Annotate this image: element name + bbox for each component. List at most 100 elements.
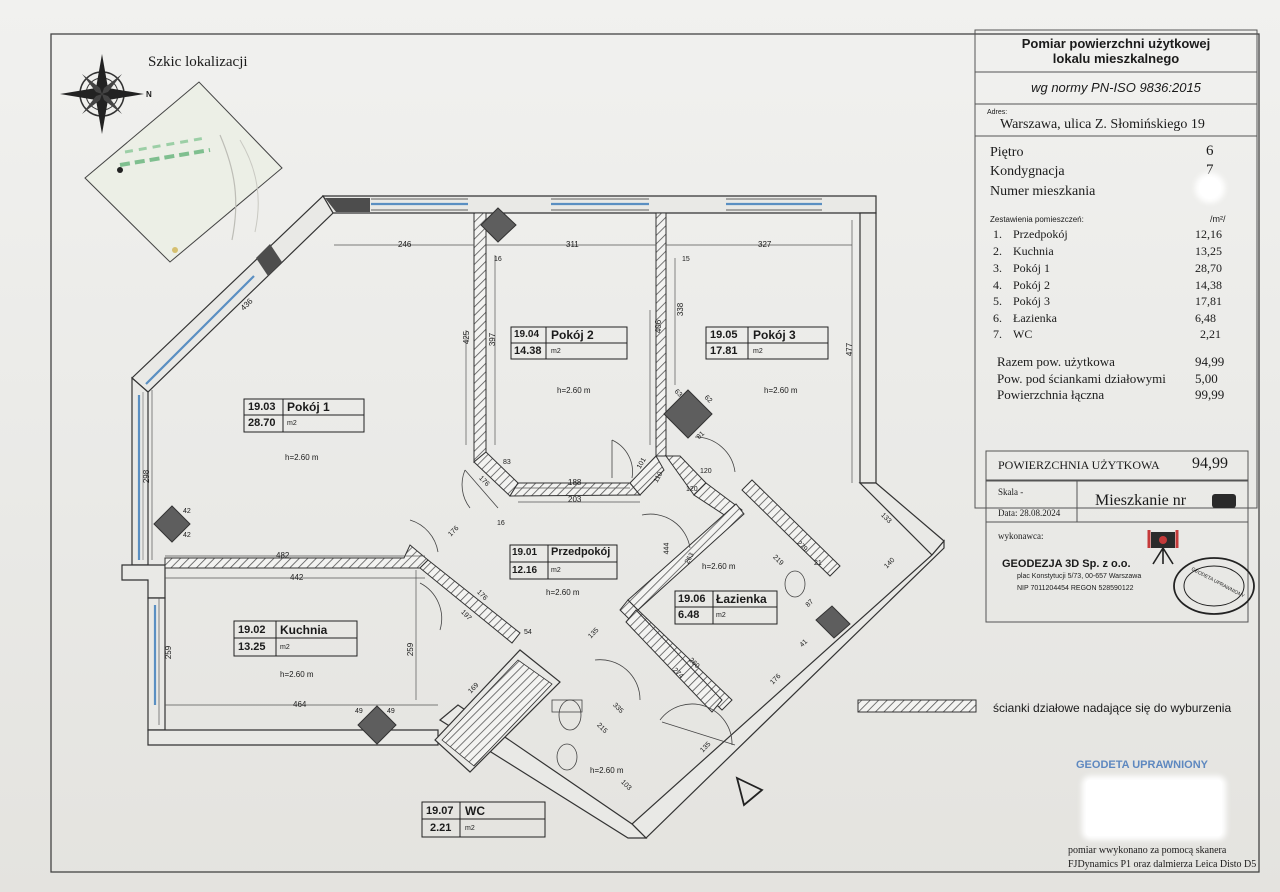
room-row-area: 6,48 [1195, 311, 1216, 325]
rooms-header: Zestawienia pomieszczeń: [990, 215, 1084, 224]
room-name: Pokój 3 [753, 328, 796, 342]
dim-label: 54 [524, 629, 532, 636]
floor-value: 6 [1206, 143, 1214, 159]
dim-label: 482 [276, 551, 290, 560]
footer-line-1: pomiar wwykonano za pomocą skanera [1068, 845, 1227, 856]
legend-text: ścianki działowe nadające się do wyburze… [993, 701, 1232, 715]
dim-label: 259 [406, 642, 416, 657]
room-height: h=2.60 m [702, 562, 736, 571]
dim-label: 42 [183, 508, 191, 515]
room-row-area: 12,16 [1195, 227, 1222, 241]
dim-label: 464 [293, 700, 307, 709]
room-name: Pokój 1 [287, 400, 330, 414]
room-height: h=2.60 m [557, 386, 591, 395]
room-row-area: 13,25 [1195, 244, 1222, 258]
room-row-name: Łazienka [1013, 311, 1057, 325]
dim-label: 298 [142, 469, 152, 484]
dim-label: 397 [488, 332, 498, 347]
partition-label: Pow. pod ściankami działowymi [997, 371, 1166, 386]
room-row-name: Kuchnia [1013, 244, 1054, 258]
room-code: 19.04 [514, 329, 540, 340]
dark-wall-segments [256, 198, 370, 276]
dim-label: 425 [462, 330, 472, 345]
room-name: Pokój 2 [551, 328, 594, 342]
room-unit: m2 [753, 348, 763, 355]
apt-number-label: Numer mieszkania [990, 184, 1096, 199]
room-name: Kuchnia [280, 623, 328, 637]
room-area: 2.21 [430, 822, 452, 834]
title-line-2: lokalu mieszkalnego [1052, 51, 1180, 66]
dim-label: 16 [497, 520, 505, 527]
dim-label: 444 [663, 542, 671, 555]
room-code: 19.02 [238, 624, 266, 636]
total-label: Powierzchnia łączna [997, 387, 1105, 402]
dim-label: 21 [814, 560, 822, 567]
redaction-apt-nr [1212, 494, 1236, 508]
storey-label: Kondygnacja [990, 164, 1065, 179]
dim-label: 406 [654, 319, 664, 334]
room-label-boxes [233, 326, 829, 838]
room-area: 6.48 [678, 609, 700, 621]
rooms-unit: /m²/ [1210, 214, 1226, 224]
room-row-no: 4. [993, 278, 1002, 292]
company-address: plac Konstytucji 5/73, 00-657 Warszawa [1017, 573, 1142, 580]
room-area: 14.38 [514, 345, 542, 357]
dimension-lines [151, 220, 853, 725]
room-row-no: 1. [993, 227, 1002, 241]
dim-label: 83 [503, 459, 511, 466]
room-unit: m2 [716, 612, 726, 619]
title-block-frame [974, 29, 1258, 623]
compass-icon [60, 54, 144, 134]
room-row-name: Przedpokój [1013, 227, 1068, 241]
company-logo-icon [1147, 530, 1179, 565]
dim-label: 16 [494, 256, 502, 263]
location-sketch-title: Szkic lokalizacji [148, 54, 248, 70]
room-row-name: Pokój 2 [1013, 278, 1051, 292]
entrance-marker-icon [735, 776, 764, 807]
made-by-label: wykonawca: [998, 531, 1044, 541]
dim-label: 120 [686, 486, 698, 493]
dim-label: 15 [682, 256, 690, 263]
total-usable-label: Razem pow. użytkowa [997, 354, 1115, 369]
room-code: 19.07 [426, 805, 454, 817]
room-height: h=2.60 m [590, 766, 624, 775]
room-code: 19.01 [512, 547, 538, 558]
room-row-area: 28,70 [1195, 261, 1222, 275]
wc-shaft [434, 649, 561, 773]
dim-label: 42 [183, 532, 191, 539]
outer-walls [121, 195, 945, 839]
sheet-frame [50, 33, 1260, 873]
dim-label: 188 [568, 478, 582, 487]
dim-label: 49 [355, 708, 363, 715]
dim-label: 120 [700, 468, 712, 475]
storey-value: 7 [1206, 162, 1214, 178]
location-sketch [84, 81, 283, 263]
room-unit: m2 [551, 348, 561, 355]
room-height: h=2.60 m [280, 670, 314, 679]
surveyor-label: GEODETA UPRAWNIONY [1076, 759, 1209, 771]
room-row-name: WC [1013, 327, 1033, 341]
usable-caps-value: 94,99 [1192, 455, 1228, 472]
room-row-no: 3. [993, 261, 1002, 275]
windows [137, 202, 822, 705]
room-code: 19.05 [710, 329, 738, 341]
footer-line-2: FJDynamics P1 oraz dalmierza Leica Disto… [1068, 859, 1257, 870]
company-ids: NIP 7011204454 REGON 528590122 [1017, 585, 1134, 592]
scale-label: Skala - [998, 487, 1024, 497]
address-label: Adres: [987, 109, 1008, 116]
title-block-title: Pomiar powierzchni użytkowej lokalu mies… [975, 36, 1257, 66]
dim-label: 49 [387, 708, 395, 715]
doors [409, 436, 806, 771]
dim-label: 246 [398, 240, 412, 249]
dim-label: 259 [164, 645, 174, 660]
room-unit: m2 [551, 567, 561, 574]
room-unit: m2 [287, 420, 297, 427]
company-name: GEODEZJA 3D Sp. z o.o. [1002, 558, 1131, 570]
redaction-apt-number [1199, 177, 1221, 199]
dim-label: 338 [676, 302, 686, 317]
dim-label: 477 [845, 342, 855, 357]
room-height: h=2.60 m [764, 386, 798, 395]
norm-line: wg normy PN-ISO 9836:2015 [1031, 80, 1201, 95]
room-name: WC [465, 804, 485, 818]
total-value: 99,99 [1195, 387, 1225, 402]
